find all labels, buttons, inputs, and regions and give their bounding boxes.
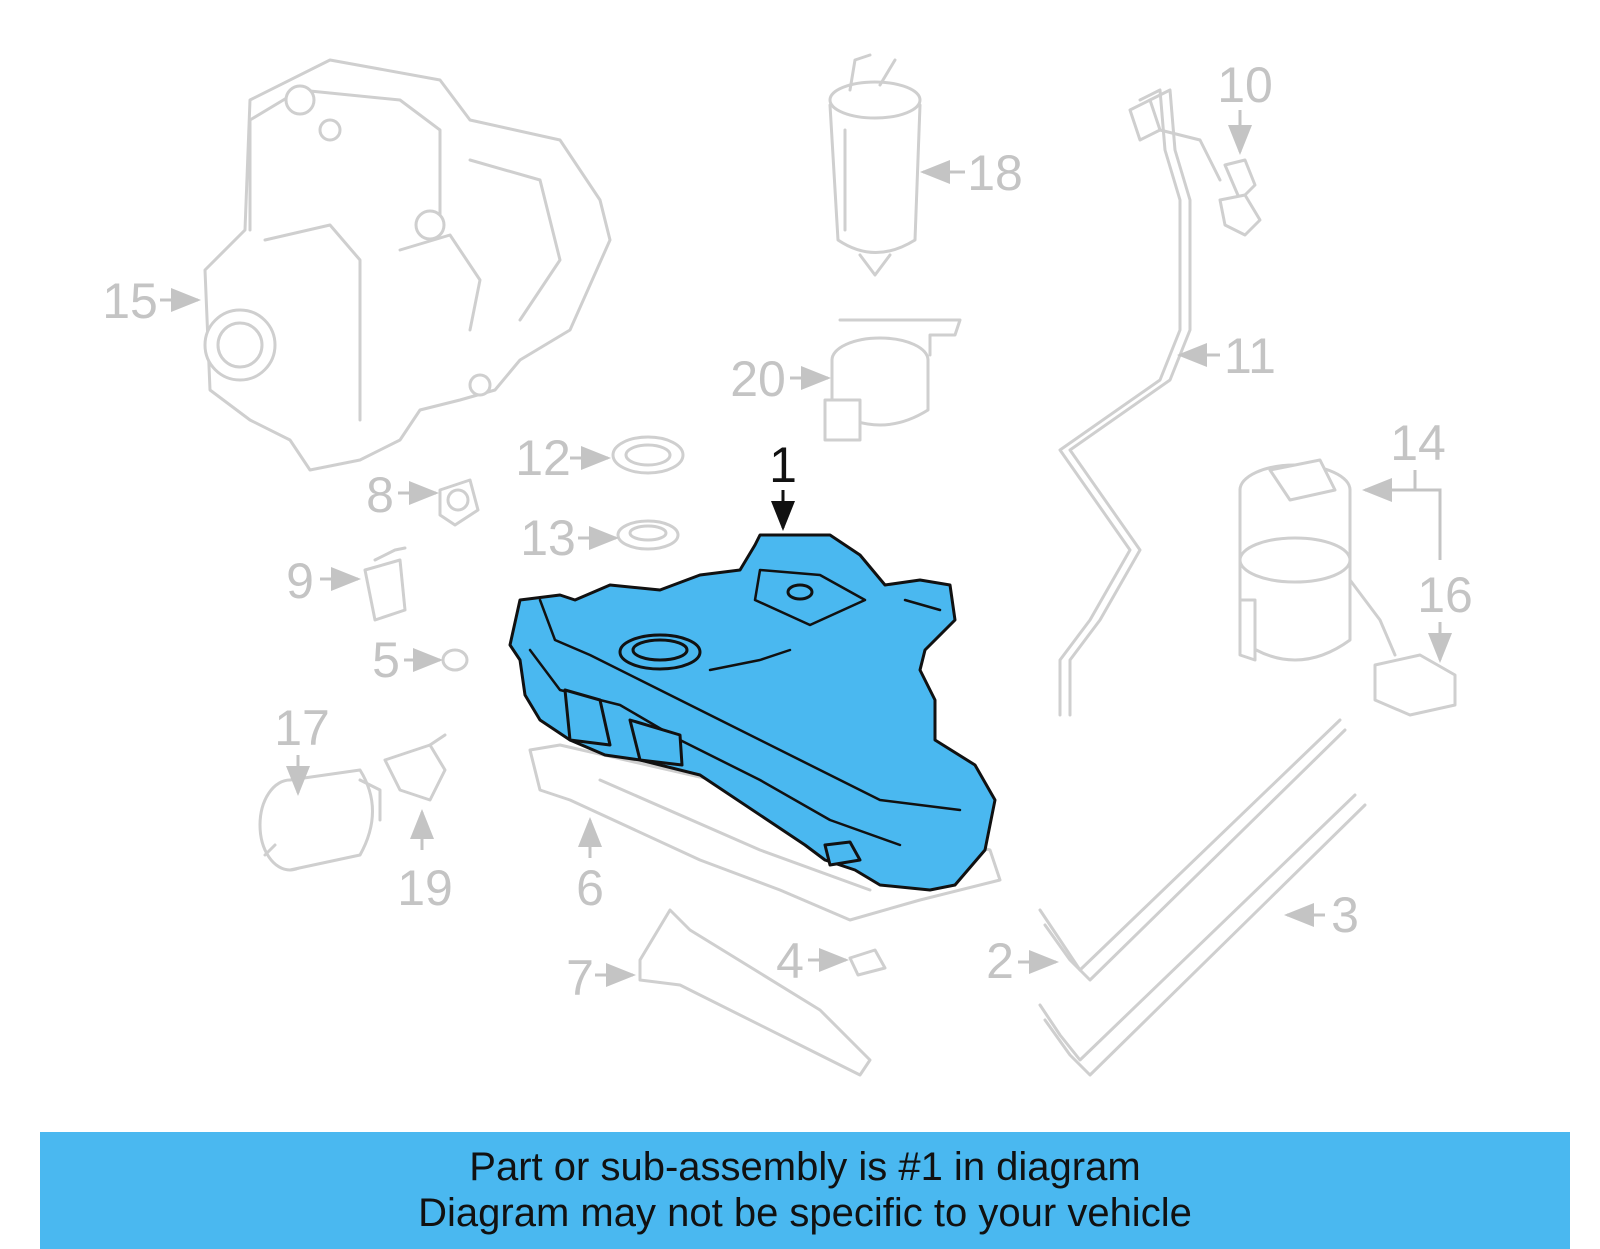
callout-label-6: 6 [576,860,604,916]
injection-pump-part-15[interactable] [203,58,612,472]
connector-part-10[interactable] [1218,158,1262,237]
callout-label-11: 11 [1224,328,1276,384]
banner-line-disclaimer: Diagram may not be specific to your vehi… [418,1191,1192,1235]
strap-part-2[interactable] [1038,718,1347,982]
fuel-line-part-11[interactable] [1058,88,1222,717]
callout-label-19: 19 [397,860,453,916]
callout-label-3: 3 [1331,887,1359,943]
callout-label-2: 2 [986,933,1014,989]
seal-part-13[interactable] [616,519,680,551]
callout-label-18: 18 [967,145,1023,201]
callout-label-15: 15 [102,273,158,329]
callout-label-8: 8 [366,467,394,523]
callout-label-7: 7 [566,950,594,1006]
callout-arrows [160,110,1452,987]
callout-label-4: 4 [776,933,804,989]
callout-label-5: 5 [372,632,400,688]
inline-filter-part-17[interactable] [258,768,382,872]
callout-label-12: 12 [515,430,571,486]
callout-label-16: 16 [1417,567,1473,623]
callout-label-10: 10 [1217,57,1273,113]
valve-part-9[interactable] [363,546,407,622]
fuel-tank-part-1[interactable] [508,533,997,892]
bracket-part-7[interactable] [638,908,872,1077]
clip-part-4[interactable] [848,948,887,977]
strap-part-3[interactable] [1038,793,1367,1077]
callout-label-13: 13 [520,510,576,566]
lock-ring-part-12[interactable] [611,435,685,475]
callout-label-17: 17 [274,700,330,756]
grommet-part-5[interactable] [441,648,469,672]
cap-part-8[interactable] [438,478,480,527]
fuel-filter-part-18[interactable] [828,53,922,277]
callout-label-9: 9 [286,553,314,609]
fuel-pump-module-part-14[interactable] [1238,458,1352,662]
clip-part-19[interactable] [383,733,447,802]
callout-label-20: 20 [730,351,786,407]
info-banner: Part or sub-assembly is #1 in diagram Di… [40,1132,1570,1249]
sender-part-16[interactable] [1348,578,1457,717]
bracket-part-20[interactable] [823,318,962,442]
banner-line-part-number: Part or sub-assembly is #1 in diagram [469,1145,1141,1189]
callout-label-14: 14 [1390,415,1446,471]
callout-label-1: 1 [769,437,797,493]
